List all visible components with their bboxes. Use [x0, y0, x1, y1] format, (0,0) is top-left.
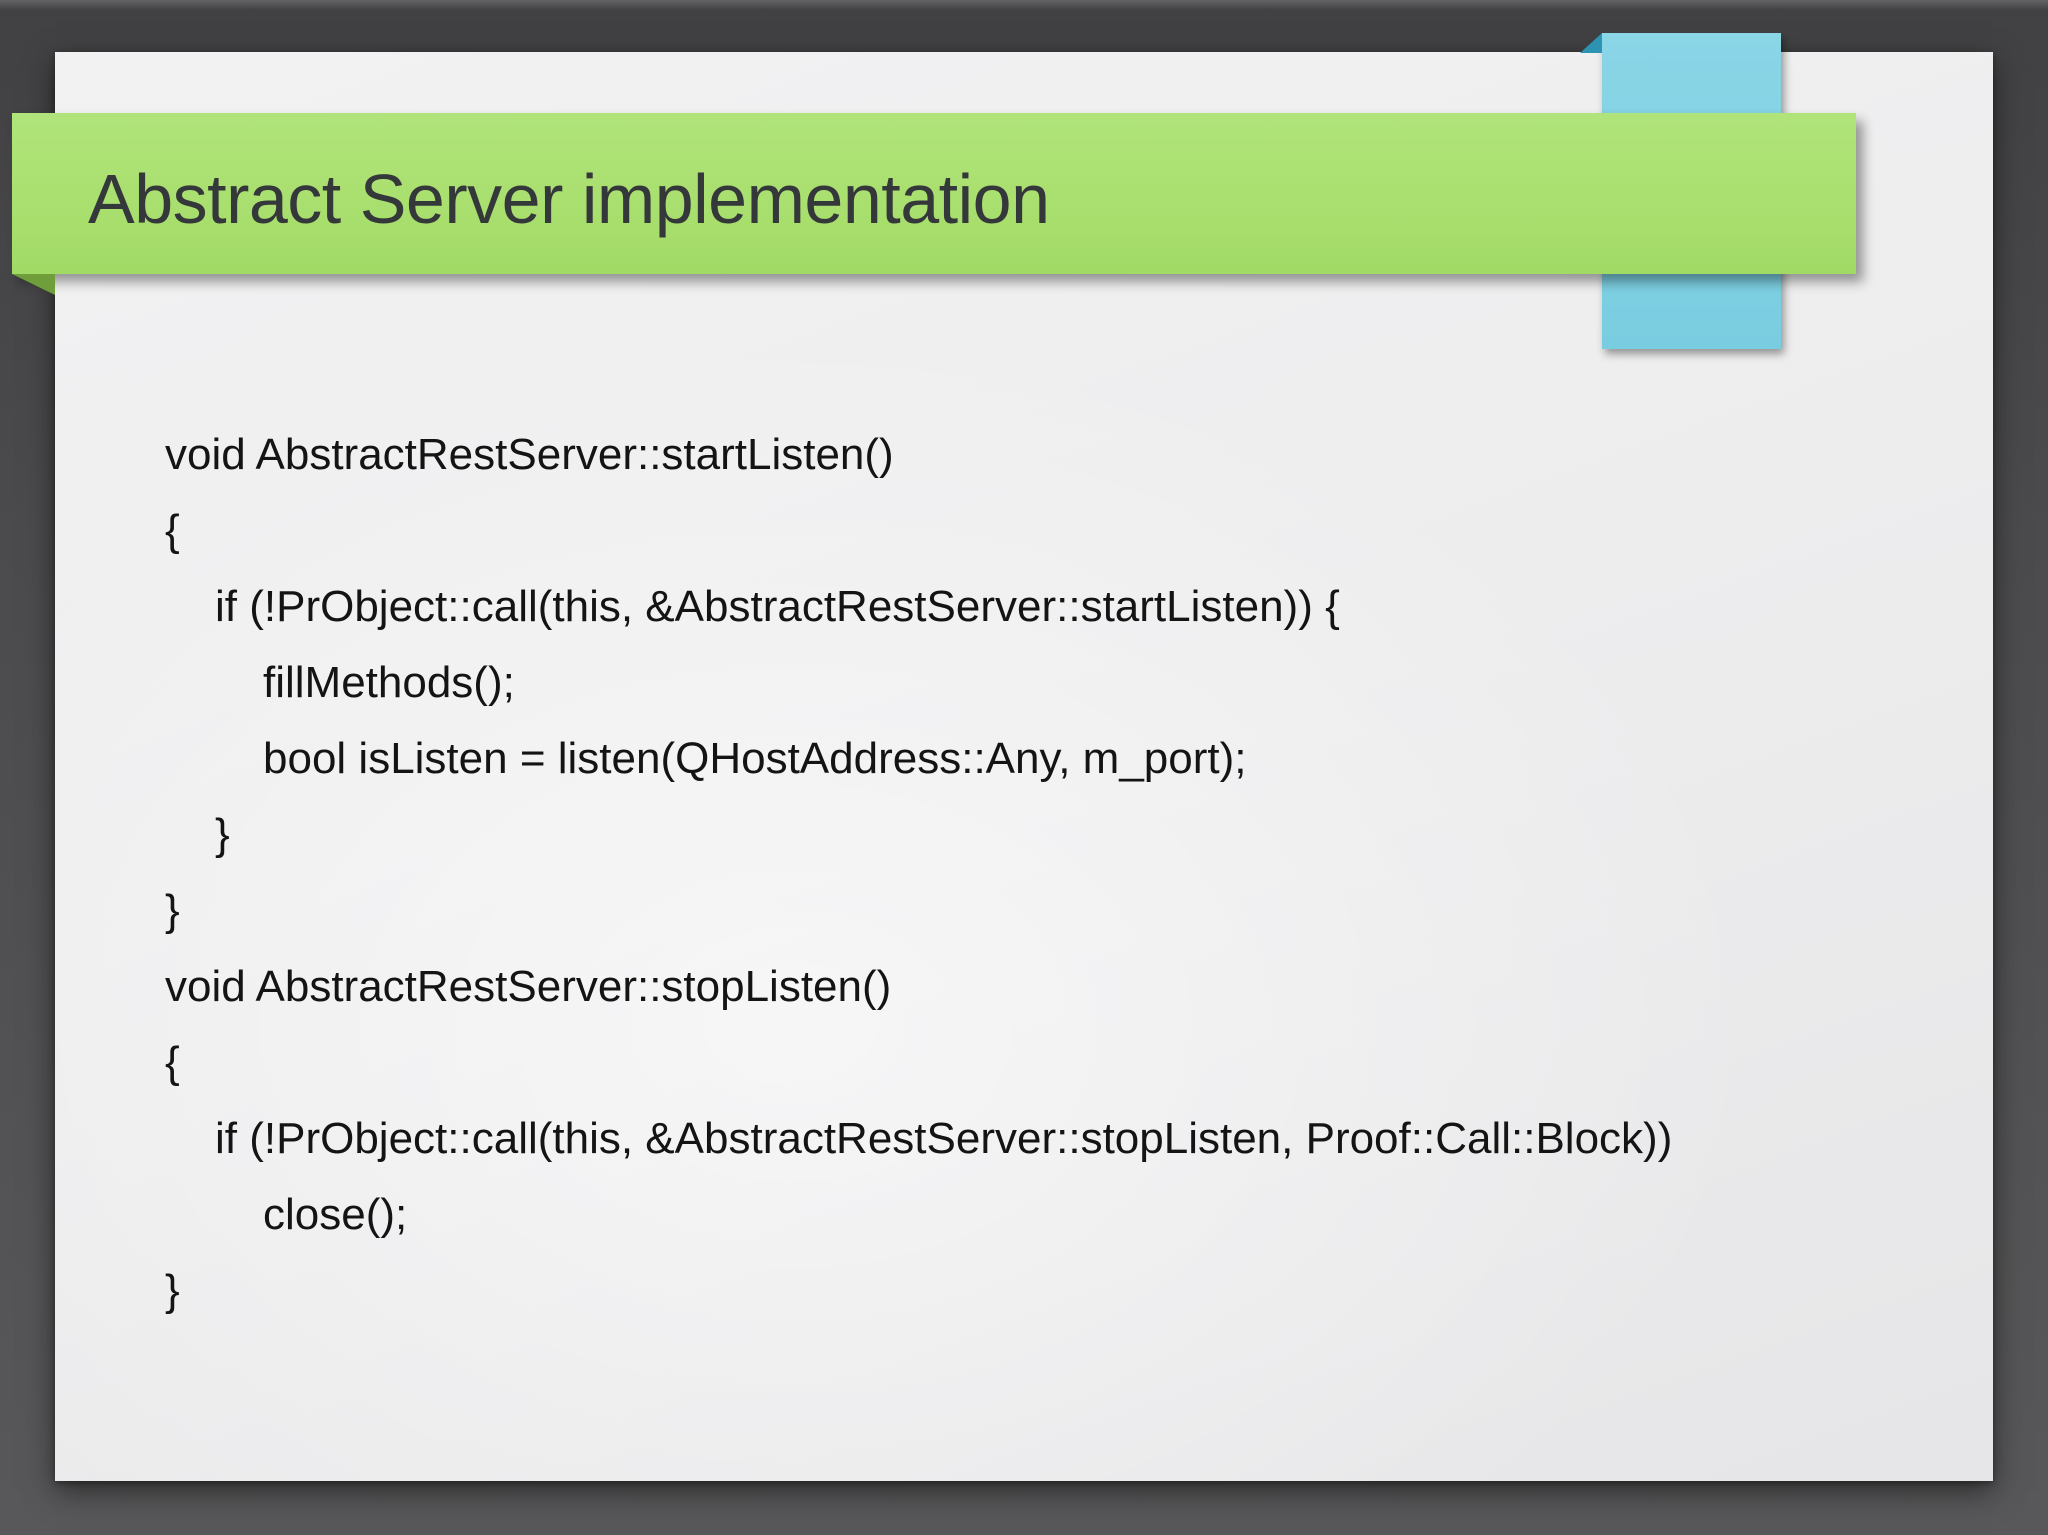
code-block: void AbstractRestServer::startListen() {… — [165, 417, 1672, 1329]
page-title: Abstract Server implementation — [88, 159, 1050, 238]
code-line: { — [165, 1038, 180, 1087]
code-line: close(); — [263, 1190, 408, 1239]
code-line: fillMethods(); — [263, 658, 515, 707]
code-line: { — [165, 506, 180, 555]
code-line: } — [215, 810, 230, 859]
code-line: if (!PrObject::call(this, &AbstractRestS… — [215, 1114, 1673, 1163]
code-line: } — [165, 1266, 180, 1315]
title-banner: Abstract Server implementation — [12, 113, 1856, 274]
code-line: bool isListen = listen(QHostAddress::Any… — [263, 734, 1247, 783]
blue-ribbon-fold — [1580, 33, 1602, 53]
code-line: } — [165, 886, 180, 935]
title-banner-fold — [12, 274, 55, 295]
code-line: void AbstractRestServer::stopListen() — [165, 962, 892, 1011]
code-line: if (!PrObject::call(this, &AbstractRestS… — [215, 582, 1340, 631]
code-line: void AbstractRestServer::startListen() — [165, 430, 894, 479]
